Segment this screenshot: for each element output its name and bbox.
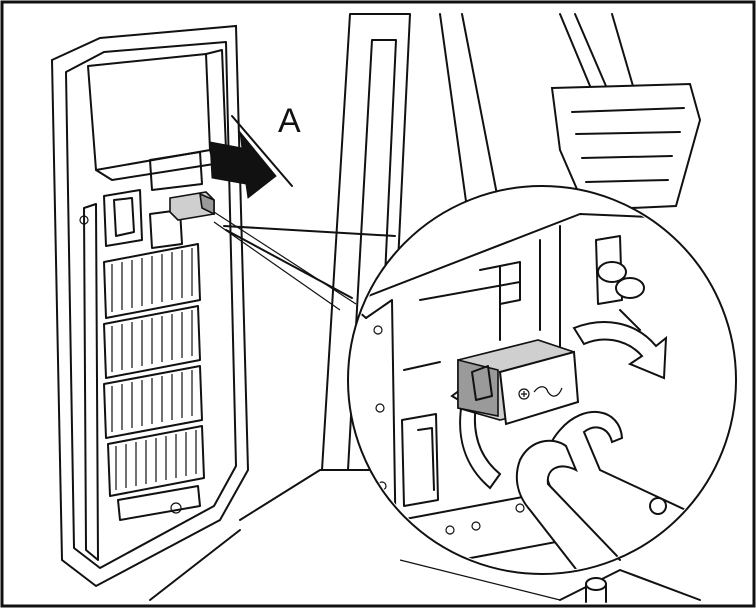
fuse-row-2 — [103, 305, 201, 379]
fuse-box-panel — [50, 24, 250, 588]
rotate-arrow-icon — [572, 321, 668, 380]
fuse-row-3 — [103, 365, 203, 439]
vehicle-background — [149, 13, 702, 603]
fuse-row-1 — [103, 243, 201, 319]
relay-small — [169, 191, 215, 221]
magnifier-leader-lines — [213, 211, 396, 311]
magnified-detail — [347, 185, 737, 575]
fuse-row-4 — [107, 425, 205, 497]
relay-large — [457, 339, 580, 426]
arrow-right-icon — [209, 115, 293, 199]
callout-label-a: A — [278, 102, 301, 140]
relay-symbol-icon — [518, 386, 563, 400]
